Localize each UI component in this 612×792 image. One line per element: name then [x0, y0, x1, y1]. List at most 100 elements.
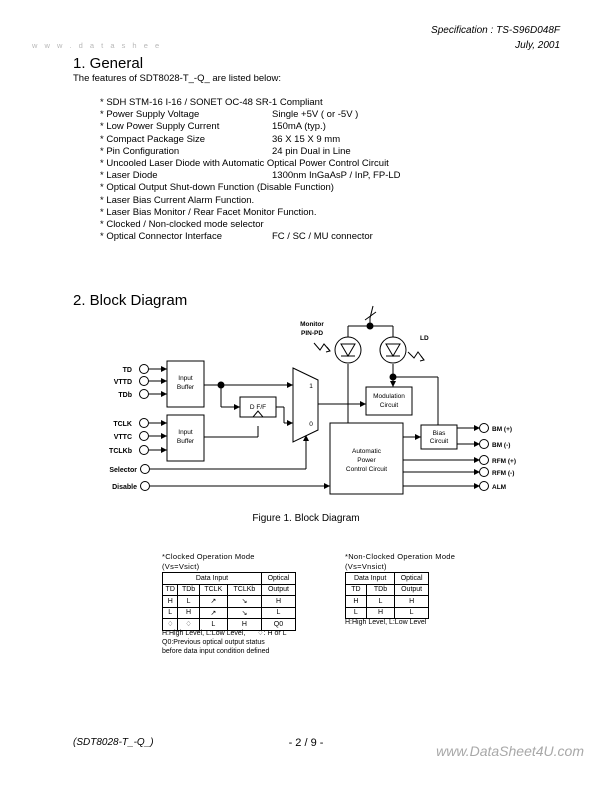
feature-row: * Laser Diode 1300nm InGaAsP / InP, FP-LD — [100, 170, 401, 182]
input-label-disable: Disable — [112, 484, 137, 491]
feature-name: * Laser Diode — [100, 170, 158, 182]
input-buffer-1-line2: Buffer — [177, 384, 195, 391]
nonclocked-title-line1: *Non-Clocked Operation Mode — [345, 552, 456, 561]
table-cell: H — [345, 595, 367, 608]
table-cell: L — [345, 606, 367, 619]
clocked-col-tdb: TDb — [177, 583, 200, 596]
nonclocked-title: *Non-Clocked Operation Mode (Vs=Vnsict) — [345, 552, 455, 572]
nonclocked-notes: H:High Level, L:Low Level — [345, 618, 426, 627]
feature-row: * Clocked / Non-clocked mode selector — [100, 219, 401, 231]
table-cell: H — [365, 606, 396, 619]
clocked-title-line1: *Clocked Operation Mode — [162, 552, 255, 561]
input-label-tclk: TCLK — [113, 421, 132, 428]
input-label-vttd: VTTD — [114, 379, 132, 386]
table-cell: ↗ — [198, 595, 228, 608]
features-intro: The features of SDT8028-T_-Q_ are listed… — [73, 73, 282, 84]
mux-in1-label: 1 — [309, 383, 313, 390]
nonclocked-truth-table: Data Input Optical TD TDb Output H L H L… — [344, 572, 429, 619]
output-label-rfm-plus: RFM (+) — [492, 458, 516, 465]
clocked-col-output: Output — [260, 583, 297, 596]
modulation-line1: Modulation — [373, 393, 405, 400]
clocked-col-tclkb: TCLKb — [226, 583, 262, 596]
feature-value: 150mA (typ.) — [272, 121, 326, 133]
nonclocked-col-tdb: TDb — [365, 583, 396, 596]
input-label-tdb: TDb — [118, 392, 132, 399]
table-row: H L H — [345, 595, 429, 608]
input-label-selector: Selector — [109, 467, 137, 474]
table-cell: L — [394, 606, 429, 619]
clocked-note-3: Q0:Previous optical output status — [162, 639, 265, 646]
page-number: - 2 / 9 - — [288, 737, 324, 749]
feature-value: 1300nm InGaAsP / InP, FP-LD — [272, 170, 401, 182]
table-cell: ↘ — [226, 606, 262, 619]
nonclocked-optical-header: Optical — [394, 572, 429, 585]
output-label-bm-plus: BM (+) — [492, 426, 512, 433]
spec-date: July, 2001 — [515, 40, 560, 51]
clocked-note-2: ♢: H or L — [257, 630, 287, 637]
footer-watermark: www.DataSheet4U.com — [436, 743, 584, 759]
table-cell: H — [226, 618, 262, 631]
clocked-group-header: Data Input — [162, 572, 262, 585]
feature-row: * Compact Package Size 36 X 15 X 9 mm — [100, 134, 401, 146]
table-cell: H — [161, 595, 179, 608]
feature-row: * Power Supply Voltage Single +5V ( or -5… — [100, 109, 401, 121]
input-label-td: TD — [123, 367, 132, 374]
section-2-heading: 2. Block Diagram — [73, 292, 188, 309]
table-cell: ♢ — [177, 618, 200, 631]
bias-line1: Bias — [433, 430, 446, 437]
feature-name: * Low Power Supply Current — [100, 121, 220, 133]
feature-name: * Uncooled Laser Diode with Automatic Op… — [100, 158, 389, 170]
monitor-label-line2: PIN-PD — [301, 330, 323, 337]
table-row: L H ↗ ↘ L — [161, 606, 297, 619]
bias-line2: Circuit — [430, 438, 449, 445]
table-cell: H — [177, 606, 200, 619]
clocked-title: *Clocked Operation Mode (Vs=Vsict) — [162, 552, 255, 572]
monitor-label-line1: Monitor — [300, 321, 324, 328]
feature-row: * Optical Output Shut-down Function (Dis… — [100, 182, 401, 194]
apc-line2: Power — [357, 457, 376, 464]
nonclocked-group-header: Data Input — [344, 572, 396, 585]
nonclocked-title-line2: (Vs=Vnsict) — [345, 562, 387, 571]
footer-part-number: (SDT8028-T_-Q_) — [73, 737, 154, 748]
clocked-col-tclk: TCLK — [198, 583, 228, 596]
feature-name: * Clocked / Non-clocked mode selector — [100, 219, 264, 231]
clocked-truth-table: Data Input Optical TD TDb TCLK TCLKb Out… — [161, 572, 297, 631]
dff-label: D F/F — [250, 404, 266, 411]
table-row: H L ↗ ↘ H — [161, 595, 297, 608]
table-cell: Q0 — [260, 618, 297, 631]
spec-number: Specification : TS-S96D048F — [431, 25, 560, 36]
ld-label: LD — [420, 335, 429, 342]
feature-name: * Compact Package Size — [100, 133, 206, 145]
feature-value: Single +5V ( or -5V ) — [272, 109, 359, 121]
table-cell: ↗ — [198, 606, 228, 619]
table-row: ♢ ♢ L H Q0 — [161, 618, 297, 631]
table-cell: H — [394, 595, 429, 608]
feature-name: * Optical Output Shut-down Function (Dis… — [100, 182, 334, 194]
table-cell: L — [260, 606, 297, 619]
clocked-note-4: before data input condition defined — [162, 648, 270, 655]
feature-name: * Laser Bias Monitor / Rear Facet Monito… — [100, 206, 317, 218]
table-cell: ↘ — [226, 595, 262, 608]
feature-value: 36 X 15 X 9 mm — [272, 133, 341, 145]
feature-name: * Power Supply Voltage — [100, 109, 200, 121]
input-buffer-1-line1: Input — [178, 375, 193, 382]
apc-line1: Automatic — [352, 448, 382, 455]
table-cell: L — [198, 618, 228, 631]
clocked-note-1: H:High Level, L:Low Level, — [162, 630, 246, 637]
table-cell: H — [260, 595, 297, 608]
feature-value: FC / SC / MU connector — [272, 231, 373, 243]
nonclocked-note-1: H:High Level, L:Low Level — [345, 619, 427, 626]
table-cell: L — [365, 595, 396, 608]
feature-row: * Low Power Supply Current 150mA (typ.) — [100, 121, 401, 133]
clocked-col-td: TD — [161, 583, 179, 596]
clocked-optical-header: Optical — [260, 572, 297, 585]
input-label-tclkb: TCLKb — [109, 448, 132, 455]
feature-name: * Laser Bias Current Alarm Function. — [100, 194, 255, 206]
nonclocked-col-td: TD — [345, 583, 367, 596]
table-cell: ♢ — [161, 618, 179, 631]
nonclocked-col-output: Output — [394, 583, 429, 596]
feature-row: * Laser Bias Monitor / Rear Facet Monito… — [100, 207, 401, 219]
